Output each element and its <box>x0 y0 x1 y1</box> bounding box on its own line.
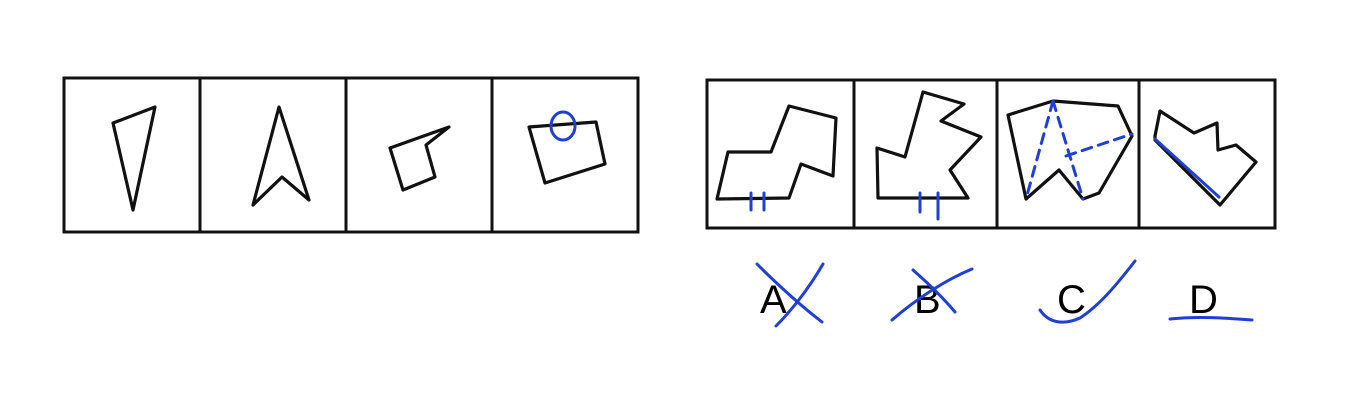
option-c-dash-1 <box>1024 99 1055 201</box>
option-b-figure <box>875 90 983 200</box>
question-figure-2-arrowhead <box>251 105 311 207</box>
option-a-cross-mark <box>755 262 824 324</box>
option-c-check-mark <box>1038 259 1137 324</box>
option-c-label[interactable]: C <box>1057 278 1086 322</box>
option-d-label[interactable]: D <box>1189 278 1218 322</box>
circle-annotation <box>549 110 577 142</box>
option-a-figure <box>715 104 838 201</box>
option-d-figure <box>1153 109 1258 207</box>
options-frame <box>705 78 1277 230</box>
option-c-figure <box>1006 99 1134 201</box>
option-d-stroke <box>1153 137 1221 199</box>
question-figure-1-triangle <box>111 105 157 212</box>
option-a-cross-mark-2 <box>774 262 825 328</box>
option-b-cross-mark <box>890 267 974 322</box>
question-sequence <box>62 76 640 234</box>
answer-options: A B C D <box>705 78 1277 328</box>
option-d-underline <box>1168 315 1254 322</box>
option-c-dash-3 <box>1064 132 1134 158</box>
question-figure-3-quadrilateral <box>388 125 451 192</box>
option-a-label[interactable]: A <box>760 278 787 322</box>
option-b-cross-mark-2 <box>911 268 957 314</box>
question-figure-4-quadrilateral <box>527 120 607 185</box>
option-c-dash-2 <box>1051 99 1085 201</box>
question-frame <box>62 76 640 234</box>
